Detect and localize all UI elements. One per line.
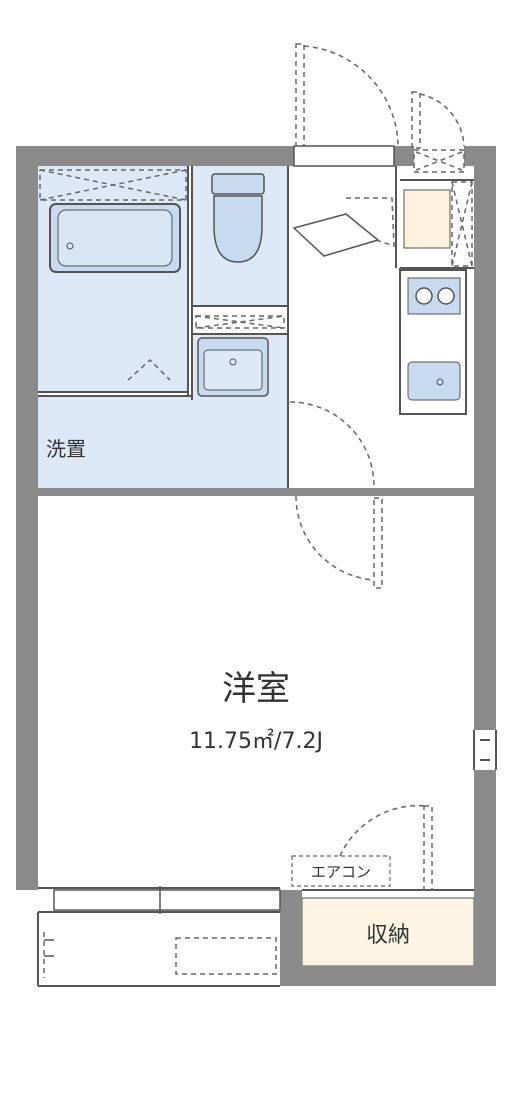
window-marks bbox=[44, 939, 54, 957]
dashed-lines bbox=[39, 43, 473, 978]
door-panels bbox=[53, 145, 395, 914]
washroom-area bbox=[38, 396, 288, 488]
burner-right bbox=[437, 287, 455, 305]
wash-basin-bowl bbox=[203, 349, 263, 391]
burner-left bbox=[415, 287, 433, 305]
washroom-label: 洗置 bbox=[46, 437, 86, 461]
wash-basin-drain bbox=[229, 358, 237, 366]
shoe-cabinet bbox=[403, 189, 451, 249]
storage-area bbox=[301, 897, 475, 967]
toilet-bowl bbox=[213, 195, 263, 263]
kitchen-drain bbox=[436, 378, 444, 386]
bathtub-inner bbox=[57, 209, 173, 267]
aircon-label: エアコン bbox=[311, 863, 371, 881]
western-room-area: 11.75㎡/7.2J bbox=[189, 728, 323, 754]
toilet-tank bbox=[211, 173, 265, 195]
western-room-label: 洋室 bbox=[222, 669, 290, 709]
outer-walls bbox=[16, 146, 496, 986]
kitchen-sink bbox=[407, 361, 461, 401]
storage-label: 収納 bbox=[366, 923, 410, 948]
bathtub-drain bbox=[66, 242, 74, 250]
